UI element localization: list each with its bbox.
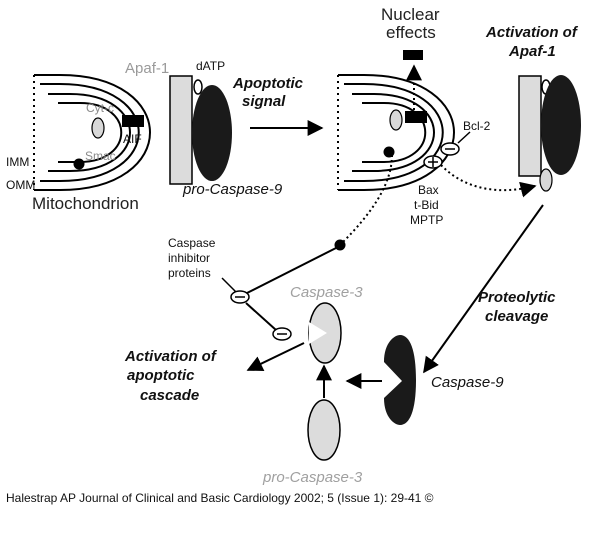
caspase-inhibitor-label-line1: Caspase — [168, 236, 216, 250]
matrix-line-right — [362, 102, 427, 163]
caspase-inhibitor-label-line3: proteins — [168, 266, 211, 280]
datp-label: dATP — [196, 59, 225, 73]
activation-apaf1-label-line2: Apaf-1 — [508, 43, 556, 60]
activation-apaf1-label-line1: Activation of — [485, 24, 579, 41]
caspase9-label: Caspase-9 — [431, 374, 504, 391]
figure-caption: Halestrap AP Journal of Clinical and Bas… — [6, 491, 434, 505]
nuclear-effects-label-line2: effects — [386, 23, 436, 42]
pro-caspase9-active — [541, 75, 581, 175]
datp-left — [193, 79, 203, 95]
smac-left — [73, 158, 85, 170]
omm-membrane-right — [338, 74, 455, 191]
aif-left — [122, 115, 144, 127]
cytc-release-path — [440, 164, 537, 198]
bcl2-label: Bcl-2 — [463, 119, 491, 133]
inhibitor-to-caspase3-line — [245, 302, 277, 331]
activation-cascade-label-line3: cascade — [140, 387, 199, 404]
pro-caspase3 — [307, 399, 341, 461]
apoptotic-signal-label-line1: Apoptotic — [232, 75, 304, 92]
caspase3-cleft — [309, 322, 327, 344]
tbid-label: t-Bid — [414, 198, 439, 212]
imm-label: IMM — [6, 155, 29, 169]
pro-caspase9-left — [192, 85, 232, 181]
smac-inhibits-line — [244, 247, 337, 295]
bcl2-pointer — [457, 131, 471, 144]
pro-caspase9-label: pro-Caspase-9 — [182, 181, 283, 198]
imm-outer-line-right — [344, 83, 444, 182]
smac-label: Smac — [85, 149, 116, 163]
mitochondrion-label: Mitochondrion — [32, 194, 139, 213]
mptp-label: MPTP — [410, 213, 443, 227]
apaf1-label: Apaf-1 — [125, 60, 169, 77]
cytc-bound — [539, 168, 553, 192]
nuclear-target-block — [403, 50, 423, 60]
nuclear-effects-label-line1: Nuclear — [381, 5, 440, 24]
apaf1-active — [518, 75, 542, 177]
proteolytic-label-line2: cleavage — [485, 308, 548, 325]
pro-caspase3-label: pro-Caspase-3 — [262, 469, 363, 486]
aif-label: AIF — [123, 132, 142, 146]
caspase3-to-cascade-arrow — [246, 342, 305, 371]
mitochondrion-right — [337, 74, 455, 191]
imm-outer-line-left — [40, 83, 140, 182]
imm-inner-line-right — [352, 93, 435, 172]
activation-cascade-label-line1: Activation of — [124, 348, 218, 365]
apoptotic-signal-label-line2: signal — [242, 93, 286, 110]
proteolytic-cleavage-arrow — [423, 204, 544, 374]
imm-inner-line-left — [48, 93, 131, 172]
omm-label: OMM — [6, 178, 35, 192]
mitochondrion-left — [33, 74, 151, 191]
smac-right — [383, 146, 395, 158]
caspase-inhibitor-label-line2: inhibitor — [168, 251, 210, 265]
smac-release-path — [341, 154, 393, 244]
cytc-label: Cyt-c — [86, 101, 114, 115]
matrix-line-left — [58, 102, 123, 163]
inhibitor-pointer — [221, 277, 237, 293]
smac-released — [334, 239, 346, 251]
cytochrome-c-right — [389, 109, 403, 131]
cytochrome-c-left — [91, 117, 105, 139]
aif-right — [405, 111, 427, 123]
proteolytic-label-line1: Proteolytic — [478, 289, 556, 306]
omm-membrane-left — [34, 74, 151, 191]
apaf1-left — [169, 75, 193, 185]
caspase3-label: Caspase-3 — [290, 284, 363, 301]
activation-cascade-label-line2: apoptotic — [127, 367, 195, 384]
bax-label: Bax — [418, 183, 439, 197]
caspase9-active — [384, 335, 416, 425]
